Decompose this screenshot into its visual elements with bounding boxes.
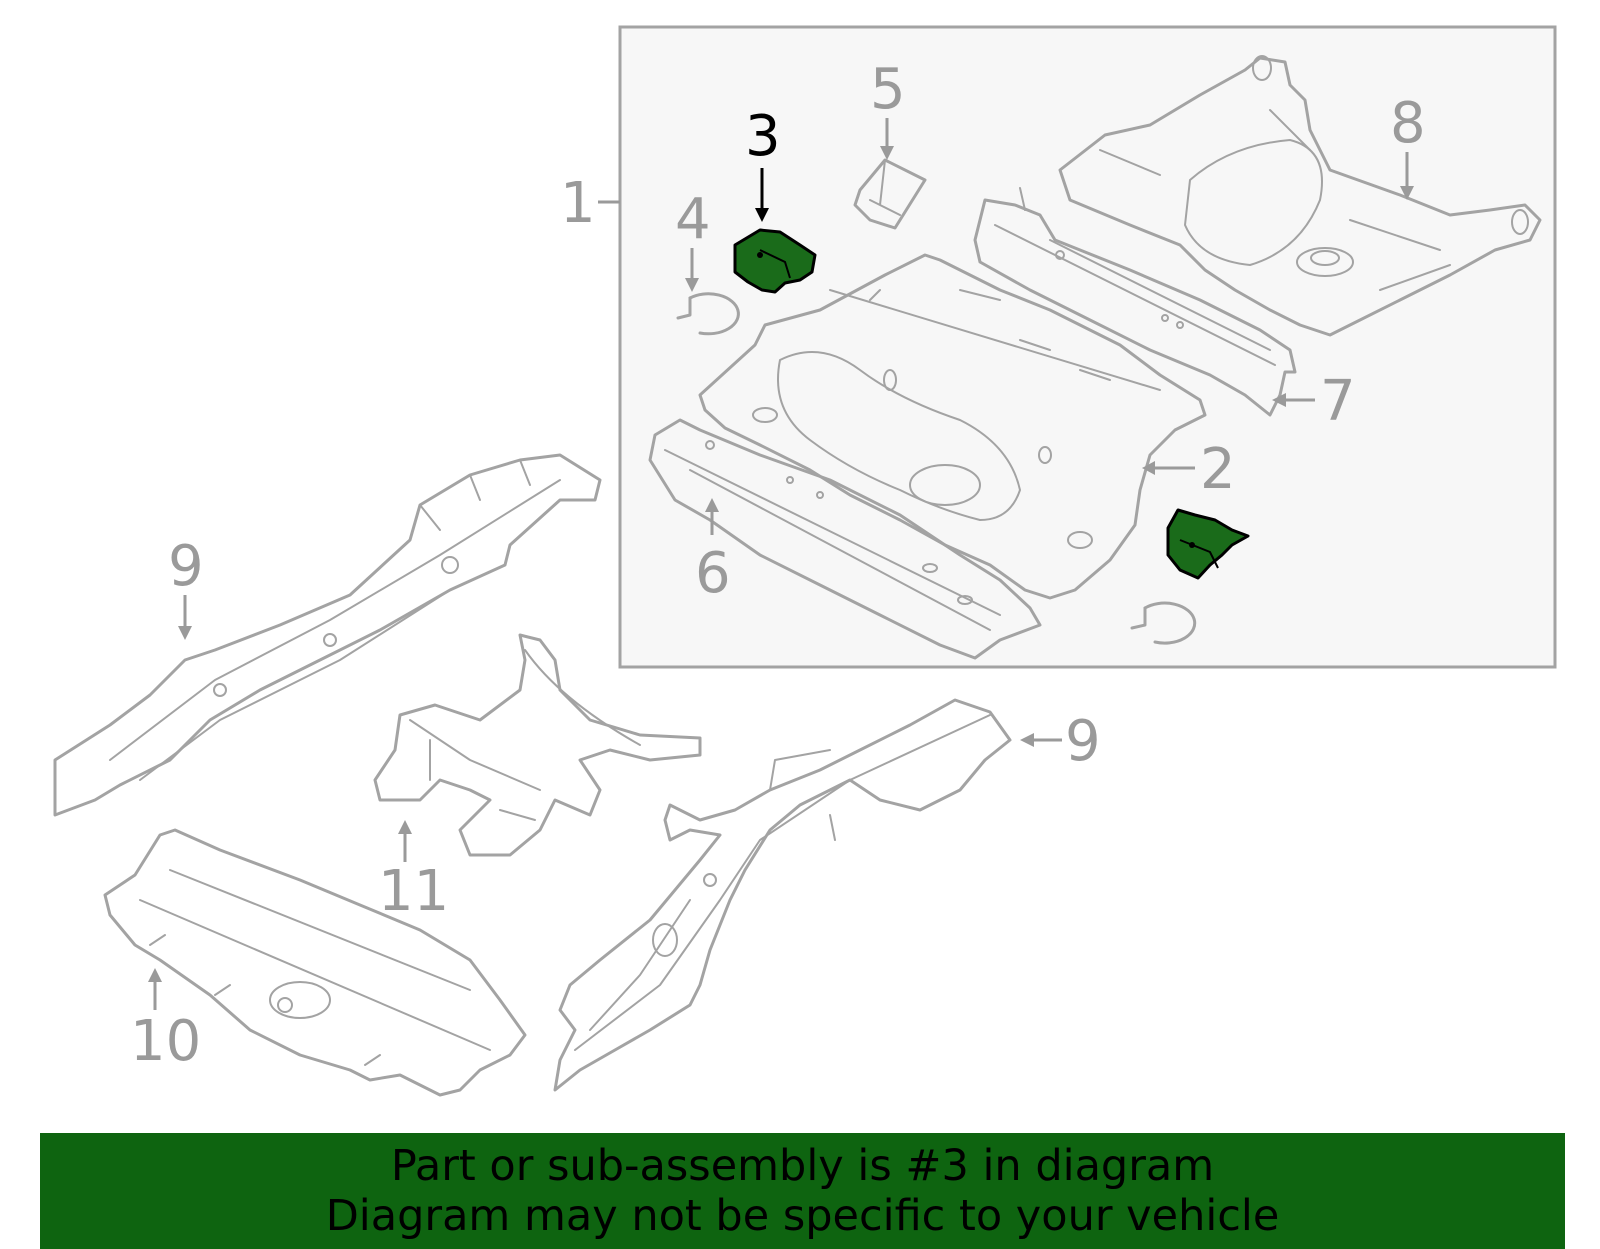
callout-6-number: 6 — [695, 541, 731, 606]
part-10-rear-panel — [103, 828, 527, 1097]
callout-4-number: 4 — [675, 187, 711, 252]
callout-9-right-number: 9 — [1065, 709, 1101, 774]
banner-line-part-number: Part or sub-assembly is #3 in diagram — [390, 1141, 1215, 1191]
callout-9-right: 9 — [1020, 709, 1101, 774]
callout-3-number: 3 — [745, 104, 781, 169]
callout-8: 8 — [1390, 91, 1426, 200]
part-7-crossmember — [973, 187, 1297, 417]
callout-8-number: 8 — [1390, 91, 1426, 156]
callout-6: 6 — [695, 498, 731, 606]
callout-10: 10 — [130, 968, 201, 1074]
callout-1-number: 1 — [560, 171, 596, 236]
clip-right — [1130, 601, 1197, 645]
callout-5-number: 5 — [870, 57, 906, 122]
callout-1: 1 — [560, 171, 620, 236]
info-banner: Part or sub-assembly is #3 in diagram Di… — [40, 1133, 1565, 1249]
part-3-bracket-highlight-upper — [733, 228, 817, 294]
callout-2: 2 — [1142, 437, 1236, 502]
part-9-side-rail-right — [553, 698, 1012, 1092]
callout-10-number: 10 — [130, 1009, 201, 1074]
callout-9-left-number: 9 — [168, 534, 204, 599]
part-5-bracket — [853, 158, 927, 230]
assembly-1-inset-box — [618, 25, 1557, 669]
part-6-crossmember — [648, 418, 1042, 660]
banner-line-disclaimer: Diagram may not be specific to your vehi… — [325, 1191, 1280, 1241]
callout-7: 7 — [1272, 369, 1356, 434]
callout-2-number: 2 — [1200, 437, 1236, 502]
callout-9-left: 9 — [168, 534, 204, 640]
part-8-rear-floor-pan — [1058, 55, 1542, 337]
callout-4: 4 — [675, 187, 711, 292]
part-2-main-floor — [698, 253, 1207, 600]
callout-11-number: 11 — [378, 859, 449, 924]
part-4-clip — [676, 292, 740, 336]
callout-5: 5 — [870, 57, 906, 160]
callout-7-number: 7 — [1320, 369, 1356, 434]
callout-3: 3 — [745, 104, 781, 222]
part-3-bracket-highlight-lower — [1166, 508, 1250, 580]
callout-11: 11 — [378, 820, 449, 924]
part-11-crossmember — [373, 633, 702, 857]
part-9-side-rail-left — [53, 453, 602, 817]
